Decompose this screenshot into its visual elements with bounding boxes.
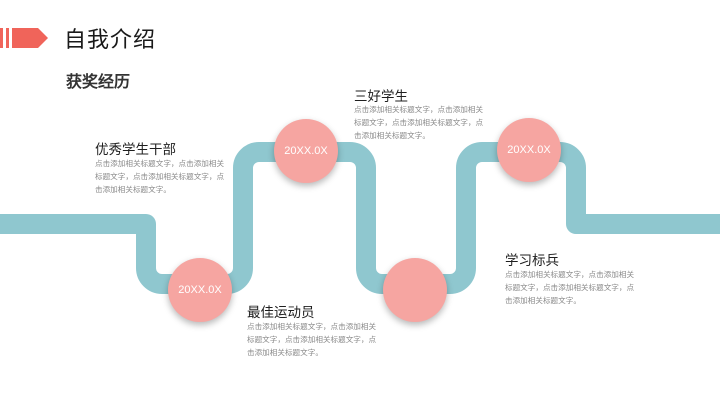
award-desc-2: 点击添加相关标题文字，点击添加相关标题文字，点击添加相关标题文字，点击添加相关标… (247, 322, 377, 357)
award-title-3: 三好学生 (354, 89, 408, 105)
award-desc-4: 点击添加相关标题文字，点击添加相关标题文字，点击添加相关标题文字，点击添加相关标… (505, 270, 635, 305)
timeline-node-2: 20XX.0X (274, 119, 338, 183)
section-subtitle: 获奖经历 (66, 72, 131, 91)
award-title-1: 优秀学生干部 (95, 142, 176, 158)
page-title: 自我介绍 (64, 28, 157, 53)
timeline-node-1: 20XX.0X (168, 258, 232, 322)
award-title-4: 学习标兵 (505, 253, 559, 269)
award-desc-1: 点击添加相关标题文字，点击添加相关标题文字，点击添加相关标题文字，点击添加相关标… (95, 159, 225, 194)
award-title-2: 最佳运动员 (247, 305, 315, 321)
timeline-node-4: 20XX.0X (497, 118, 561, 182)
timeline-node-3 (383, 258, 447, 322)
award-desc-3: 点击添加相关标题文字，点击添加相关标题文字，点击添加相关标题文字，点击添加相关标… (354, 105, 484, 140)
